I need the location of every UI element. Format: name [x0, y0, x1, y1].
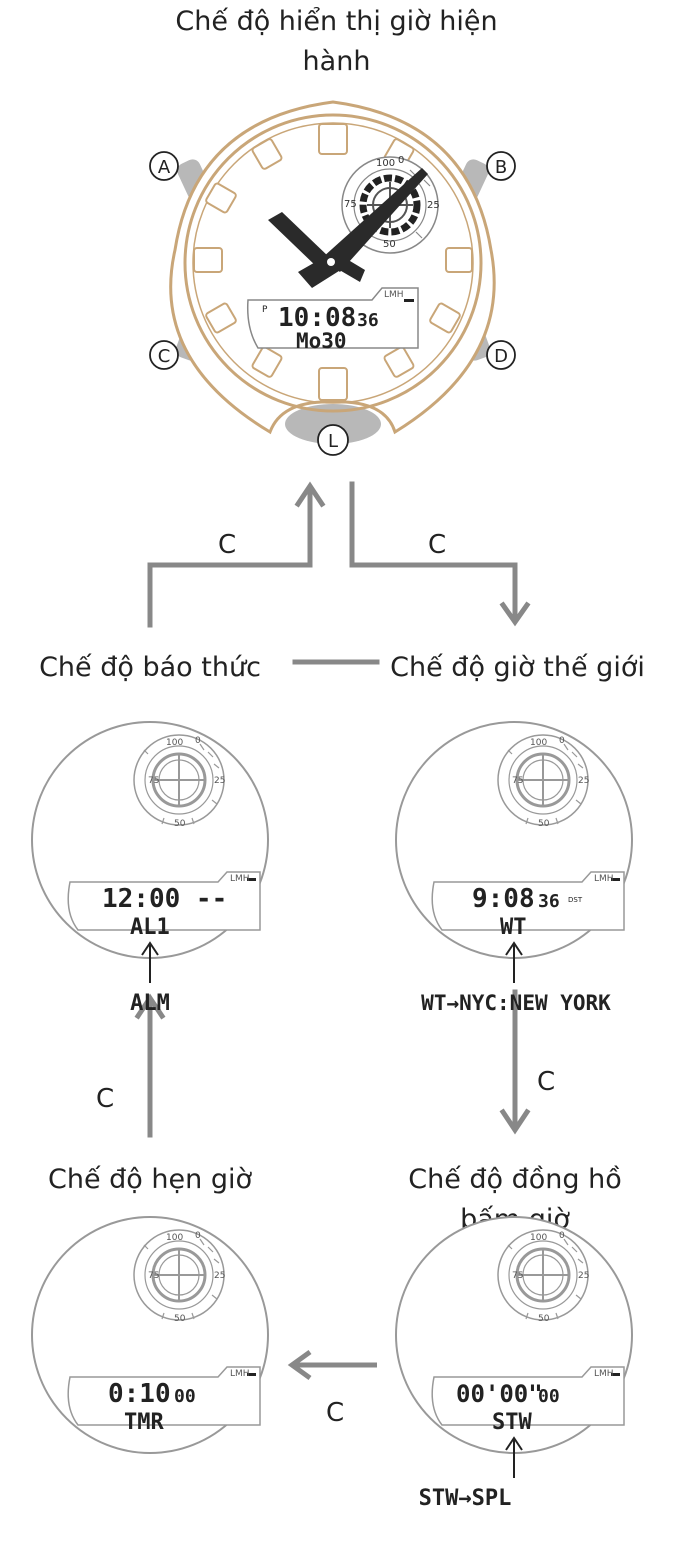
hour-markers — [193, 123, 473, 401]
arrow-label-to-world: C — [428, 530, 446, 560]
world-seconds: 36 — [538, 891, 560, 912]
alarm-callout: ALM — [130, 991, 170, 1016]
timer-dial-50: 50 — [174, 1314, 186, 1324]
watch-hands — [268, 168, 428, 288]
arrow-label-to-timekeeping: C — [218, 530, 236, 560]
sub-dial-50: 50 — [383, 239, 396, 250]
world-dial-50: 50 — [538, 819, 550, 829]
alarm-dial-25: 25 — [214, 776, 225, 786]
button-l[interactable] — [285, 404, 381, 444]
main-pm: P — [262, 305, 268, 315]
timer-dial-0: 0 — [195, 1231, 201, 1241]
stopwatch-dial-50: 50 — [538, 1314, 550, 1324]
alarm-mode-title: Chế độ báo thức — [39, 652, 261, 683]
main-seconds: 36 — [357, 310, 379, 331]
alarm-dial-50: 50 — [174, 819, 186, 829]
arrow-label-to-alarm: C — [96, 1084, 114, 1114]
stopwatch-seconds: 00 — [538, 1386, 560, 1407]
alarm-label: AL1 — [130, 915, 170, 940]
sub-dial-75: 75 — [344, 199, 357, 210]
main-lmh: LMH — [384, 290, 404, 300]
stopwatch-callout: STW→SPL — [419, 1486, 512, 1511]
flow-arrows — [134, 481, 531, 1138]
world-dial-0: 0 — [559, 736, 565, 746]
stopwatch-dial-25: 25 — [578, 1271, 589, 1281]
main-watch: 100 0 25 50 75 LMH P 10:08 36 Mo30 — [149, 100, 516, 456]
sub-dial-25: 25 — [427, 200, 440, 211]
timer-seconds: 00 — [174, 1386, 196, 1407]
stopwatch-lmh: LMH — [594, 1369, 614, 1379]
timer-time: 0:10 — [108, 1379, 171, 1409]
timer-watch-face: 100 0 25 50 75 LMH 0:10 00 TMR — [30, 1215, 270, 1455]
main-time: 10:08 — [278, 303, 356, 333]
alarm-dial-0: 0 — [195, 736, 201, 746]
world-dst: DST — [568, 896, 583, 904]
button-d-label: D — [494, 346, 508, 367]
timer-dial-75: 75 — [148, 1271, 159, 1281]
stopwatch-label: STW — [492, 1410, 532, 1435]
alarm-time: 12:00 -- — [102, 884, 227, 914]
world-time-mode-title: Chế độ giờ thế giới — [390, 652, 645, 683]
stopwatch-time: 00'00" — [456, 1380, 543, 1408]
button-b-label: B — [495, 157, 507, 178]
stopwatch-dial-100: 100 — [530, 1233, 547, 1243]
stopwatch-dial-75: 75 — [512, 1271, 523, 1281]
stopwatch-dial-0: 0 — [559, 1231, 565, 1241]
main-lcd: LMH P 10:08 36 Mo30 — [246, 287, 419, 353]
arrow-label-to-timer: C — [326, 1398, 344, 1428]
world-callout: WT→NYC:NEW YORK — [421, 991, 611, 1015]
timekeeping-mode-title: Chế độ hiển thị giờ hiện hành — [175, 6, 498, 77]
stopwatch-mode-title: Chế độ đồng hồ bấm giờ — [408, 1164, 622, 1235]
button-a-label: A — [158, 157, 171, 178]
alarm-dial-100: 100 — [166, 738, 183, 748]
sub-dial-0: 0 — [398, 155, 404, 166]
world-label: WT — [500, 915, 527, 940]
stopwatch-watch-face: 100 0 25 50 75 LMH 00'00" 00 STW — [394, 1215, 634, 1455]
timer-mode-title: Chế độ hẹn giờ — [48, 1164, 252, 1195]
world-time: 9:08 — [472, 884, 535, 914]
alarm-lmh: LMH — [230, 874, 250, 884]
world-dial-75: 75 — [512, 776, 523, 786]
button-c-label: C — [158, 346, 171, 367]
sub-dial-100: 100 — [376, 158, 395, 169]
world-lmh: LMH — [594, 874, 614, 884]
world-dial-100: 100 — [530, 738, 547, 748]
alarm-watch-face: 100 0 25 50 75 LMH 12:00 -- AL1 — [30, 720, 270, 960]
alarm-dial-75: 75 — [148, 776, 159, 786]
timer-arrow-head — [287, 1349, 312, 1381]
world-time-watch-face: 100 0 25 50 75 LMH 9:08 36 DST WT — [394, 720, 634, 960]
timer-dial-25: 25 — [214, 1271, 225, 1281]
button-l-label: L — [328, 431, 338, 452]
world-dial-25: 25 — [578, 776, 589, 786]
timer-label: TMR — [124, 1410, 164, 1435]
timer-lmh: LMH — [230, 1369, 250, 1379]
timer-dial-100: 100 — [166, 1233, 183, 1243]
button-letters: A B C D L — [149, 151, 516, 456]
arrow-label-to-stopwatch: C — [537, 1067, 555, 1097]
main-date: Mo30 — [296, 329, 347, 353]
